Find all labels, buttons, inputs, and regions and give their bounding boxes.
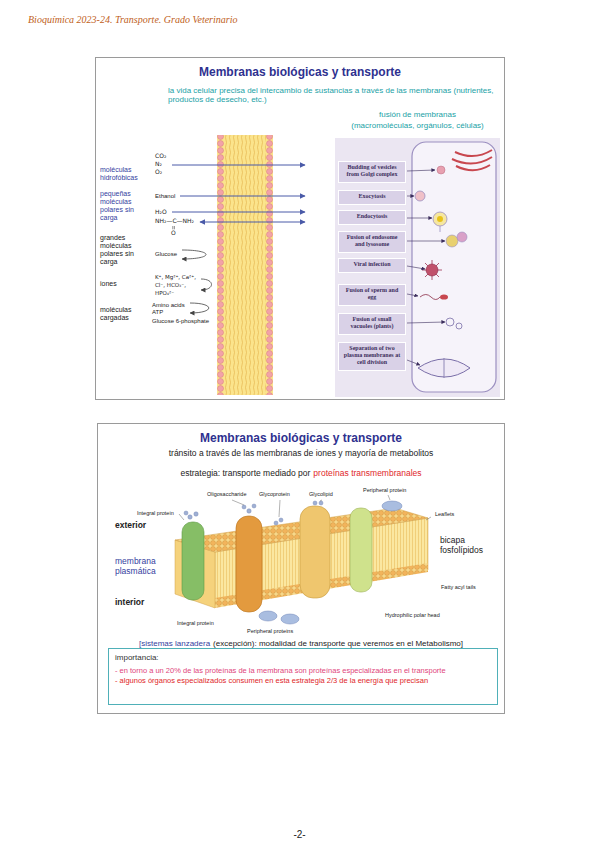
process-box: Endocytosis	[338, 210, 406, 225]
molecule-label: Glucose 6-phosphate	[152, 318, 209, 325]
note-line: - en torno a un 20% de las proteínas de …	[115, 666, 491, 676]
process-label: Viral infection	[342, 261, 402, 268]
process-label: Endocytosis	[342, 213, 402, 220]
part-label: Hydrophilic polar head	[384, 612, 446, 618]
molecule-label: HPO₄²⁻	[155, 290, 174, 296]
category-label: moléculas hidrofóbicas	[100, 166, 145, 182]
molecule-label: NH₂—C—NH₂	[155, 218, 194, 225]
molecule-label: CO₂	[155, 153, 166, 160]
category-label: iones	[100, 280, 117, 288]
process-label: Fusion of small vacuoles (plants)	[342, 316, 402, 330]
highlight-text: proteínas transmembranales	[313, 469, 421, 479]
part-label: Glycoprotein	[258, 491, 291, 497]
part-label: Leaflets	[434, 511, 455, 517]
page-number: -2-	[0, 829, 599, 841]
slide-frame: Membranas biológicas y transporteBudding…	[95, 57, 505, 400]
process-box: Viral infection	[338, 258, 406, 273]
category-label: moléculas cargadas	[100, 306, 134, 322]
part-label: Peripheral proteins	[246, 628, 294, 634]
molecule-label: K⁺, Mg²⁺, Ca²⁺,	[155, 274, 196, 280]
process-box: Fusion of small vacuoles (plants)	[338, 313, 406, 335]
part-label: Peripheral protein	[362, 487, 407, 493]
part-label: Integral protein	[176, 620, 215, 626]
part-label: Integral protein	[136, 510, 175, 516]
running-header: Bioquímica 2023-24. Transporte. Grado Ve…	[28, 14, 237, 26]
text-line: tránsito a través de las membranas de io…	[97, 449, 505, 459]
subtitle-text: la vida celular precisa del intercambio …	[168, 86, 503, 104]
process-box: Exocytosis	[338, 190, 406, 205]
slide-title: Membranas biológicas y transporte	[96, 65, 504, 79]
process-box: Fusion of sperm and egg	[338, 284, 406, 306]
molecule-label: N₂	[155, 161, 162, 168]
molecule-label: Glucose	[155, 251, 177, 258]
process-label: Separation of two plasma membranes at ce…	[342, 345, 402, 366]
molecule-label: H₂O	[155, 209, 167, 216]
process-box: Budding of vesicles from Golgi complex	[338, 161, 406, 183]
section-label: fusión de membranas	[335, 110, 500, 119]
process-box: Fusion of endosome and lysosome	[338, 231, 406, 253]
text-line: estrategia: transporte mediado por	[180, 469, 310, 479]
region-label: exterior	[115, 521, 146, 531]
molecule-label: O₂	[155, 169, 162, 176]
process-label: Budding of vesicles from Golgi complex	[342, 164, 402, 178]
note-box: importancia: - en torno a un 20% de las p…	[108, 648, 498, 705]
section-label: (macromoléculas, orgánulos, células)	[335, 121, 500, 130]
category-label: grandes moléculas polares sin carga	[100, 234, 134, 266]
process-box: Separation of two plasma membranes at ce…	[338, 342, 406, 371]
part-label: Oligosaccharide	[206, 491, 247, 497]
molecule-label: ATP	[152, 309, 163, 316]
text-line: [sistemas lanzadera(excepción): modalida…	[97, 632, 505, 650]
molecule-label: O	[171, 230, 176, 237]
process-label: Fusion of sperm and egg	[342, 287, 402, 301]
molecule-label: Ethanol	[155, 193, 175, 200]
region-label: interior	[115, 598, 144, 608]
molecule-label: Amino acids	[152, 302, 185, 309]
note-heading: importancia:	[115, 653, 491, 662]
bracket-note: [sistemas lanzadera	[139, 639, 210, 648]
part-label: Fatty acyl tails	[440, 584, 480, 590]
region-label: membrana plasmática	[115, 557, 165, 577]
bracket-note: (excepción): modalidad de transporte que…	[213, 639, 463, 648]
molecule-label: Cl⁻, HCO₃⁻,	[155, 282, 186, 288]
text-line: estrategia: transporte mediado porproteí…	[97, 462, 505, 480]
note-line: - algunos órganos especializados consume…	[115, 676, 491, 686]
part-label: Glycolipid	[308, 491, 334, 497]
category-label: pequeñas moléculas polares sin carga	[100, 190, 134, 222]
region-label: bicapa fosfolípidos	[440, 536, 500, 556]
slide-title: Membranas biológicas y transporte	[98, 431, 504, 445]
slide-frame: Membranas biológicas y transporte importa…	[97, 423, 505, 714]
process-label: Exocytosis	[342, 193, 402, 200]
process-label: Fusion of endosome and lysosome	[342, 234, 402, 248]
